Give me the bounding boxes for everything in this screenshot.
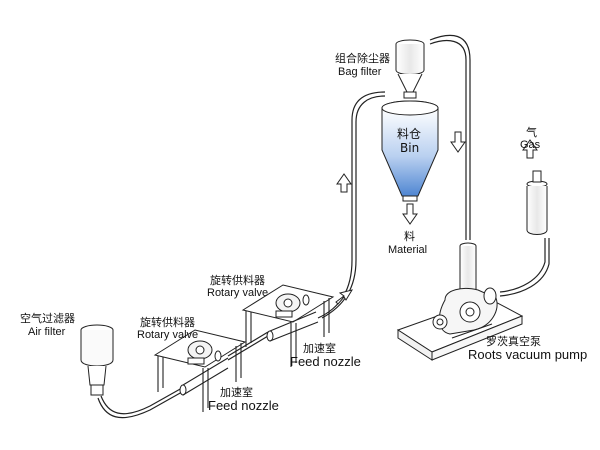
flow-arrow-down bbox=[450, 131, 466, 153]
material-label-en: Material bbox=[388, 244, 427, 256]
feed-nozzle-2-label-en: Feed nozzle bbox=[290, 354, 361, 369]
gas-label-cn: 气 bbox=[526, 125, 537, 139]
gas-arrow-up bbox=[522, 139, 538, 159]
rotary-valve-2-label-en: Rotary valve bbox=[207, 287, 268, 299]
rotary-valve-2-label-cn: 旋转供料器 bbox=[210, 273, 265, 287]
flow-arrow-up bbox=[336, 173, 352, 193]
material-label-cn: 料 bbox=[404, 229, 415, 243]
roots-pump-label-cn: 罗茨真空泵 bbox=[486, 334, 541, 348]
bin bbox=[381, 100, 439, 202]
roots-pump-label-en: Roots vacuum pump bbox=[468, 347, 587, 362]
bag-filter-label-en: Bag filter bbox=[338, 66, 382, 78]
gas-silencer bbox=[526, 170, 548, 235]
feed-unit-1 bbox=[153, 329, 247, 412]
gas-label-en: Gas bbox=[520, 139, 541, 151]
roots-vacuum-pump bbox=[396, 242, 524, 361]
feed-nozzle-2-label-cn: 加速室 bbox=[303, 341, 336, 355]
air-filter bbox=[80, 324, 114, 396]
rotary-valve-1-label-cn: 旋转供料器 bbox=[140, 315, 195, 329]
feed-unit-2 bbox=[241, 284, 335, 367]
air-filter-label-cn: 空气过滤器 bbox=[20, 311, 75, 325]
material-arrow-down bbox=[402, 203, 418, 225]
bag-filter bbox=[395, 39, 425, 99]
bin-label-cn: 料仓 bbox=[397, 127, 421, 141]
flow-arrow-right bbox=[335, 289, 354, 305]
conveying-pipeline bbox=[97, 34, 550, 419]
feed-nozzle-1-label-en: Feed nozzle bbox=[208, 398, 279, 413]
air-filter-label-en: Air filter bbox=[28, 326, 66, 338]
bin-label-en: Bin bbox=[400, 141, 419, 155]
feed-nozzle-1-label-cn: 加速室 bbox=[220, 385, 253, 399]
bag-filter-label-cn: 组合除尘器 bbox=[335, 51, 390, 65]
rotary-valve-1-label-en: Rotary valve bbox=[137, 329, 198, 341]
